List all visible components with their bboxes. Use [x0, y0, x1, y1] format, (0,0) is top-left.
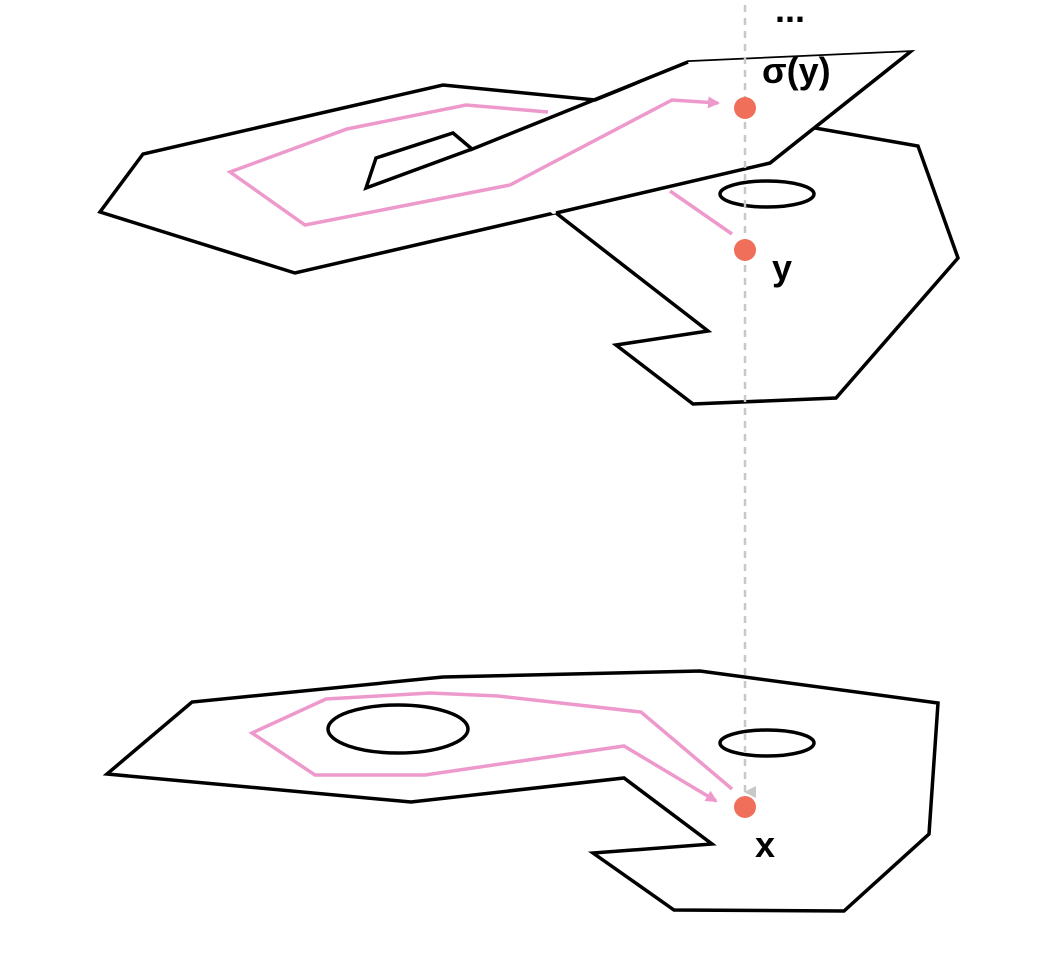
covering-space: [97, 50, 960, 406]
cover-strip-edge-bottom: [555, 50, 912, 215]
point-sigma-y: [734, 97, 756, 119]
cover-strip-edge-top: [469, 60, 689, 152]
cover-hole-right: [718, 179, 816, 209]
base-space: [102, 669, 940, 913]
label-y: y: [772, 247, 792, 288]
lifted-path-to-sigma-y: [226, 96, 720, 227]
base-sheet: [102, 669, 940, 913]
cover-sheet-lower: [552, 126, 960, 406]
base-loop-path: [248, 691, 734, 803]
point-y: [734, 239, 756, 261]
point-x: [734, 796, 756, 818]
cover-sheet-flap: [363, 131, 476, 191]
label-ellipsis: ...: [775, 0, 805, 30]
label-sigma-y: σ(y): [762, 50, 831, 91]
label-x: x: [755, 824, 775, 865]
lifted-path-to-y: [669, 189, 733, 236]
base-hole-right: [718, 728, 816, 758]
base-hole-left: [326, 703, 470, 755]
cover-overlap-mask: [470, 52, 910, 214]
